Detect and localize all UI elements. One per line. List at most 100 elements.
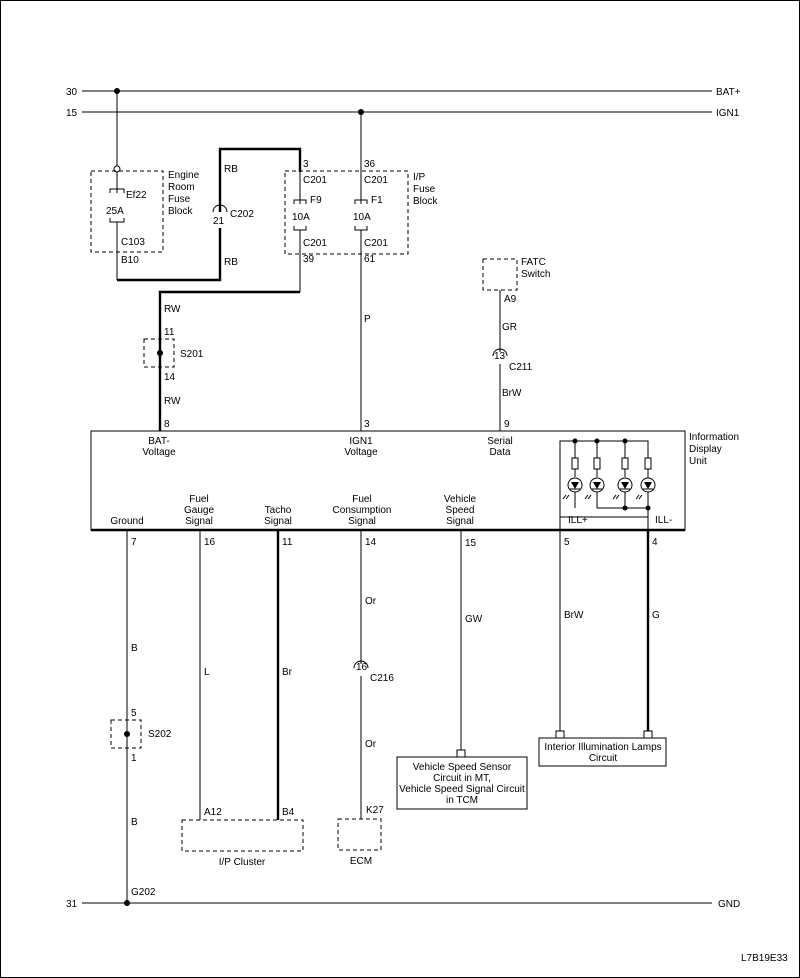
ill-box-line-1: Interior Illumination Lamps [544, 742, 661, 753]
idu-label-3: Unit [689, 456, 707, 467]
gnd-rail: 31 GND G202 [66, 887, 740, 910]
ground-label: Ground [110, 516, 143, 527]
ill-box [538, 737, 667, 767]
ip-cluster-name: I/P Cluster [219, 857, 266, 868]
f9-fuse-top [293, 199, 307, 204]
c202-name: C202 [230, 209, 254, 220]
rw-wire-top: RW [164, 304, 181, 315]
idu-pin-15: 15 [465, 538, 477, 549]
vehicle-speed-label-3: Signal [446, 516, 474, 527]
ign-rail: 15 IGN1 [66, 108, 740, 119]
ecm-pin-k27: K27 [366, 805, 384, 816]
fuel-gauge-label-2: Gauge [184, 505, 214, 516]
f1-conn-bottom: C201 [364, 238, 388, 249]
c216-pin: 16 [356, 662, 368, 673]
f1-fuse-top [354, 199, 368, 204]
c211-pin: 13 [494, 351, 506, 362]
s202-outline [110, 719, 142, 749]
g202-label: G202 [131, 887, 156, 898]
cluster-pin-a12: A12 [204, 807, 222, 818]
f9-pin-top: 3 [303, 159, 309, 170]
cluster-pin-b4: B4 [282, 807, 295, 818]
fatc-label-1: FATC [521, 257, 546, 268]
bat-rail: 30 BAT+ [66, 87, 741, 98]
tacho-circuit: 11 Br B4 [276, 530, 295, 820]
c202-pin: 21 [213, 216, 225, 227]
ecm: ECM [337, 818, 382, 867]
b10-pin: B10 [121, 255, 139, 266]
f9-conn-bottom: C201 [303, 238, 327, 249]
s202-pin-bottom: 1 [131, 753, 137, 764]
f9-fuse-bottom [293, 226, 307, 231]
idu-pin-5: 5 [564, 537, 570, 548]
fuel-gauge-circuit: 16 L A12 [199, 530, 222, 820]
gr-wire-label: GR [502, 322, 517, 333]
vss-box-line-3: Vehicle Speed Signal Circuit [399, 784, 525, 795]
f1-pin-bottom: 61 [364, 254, 376, 265]
gnd-rail-number: 31 [66, 899, 78, 910]
b-wire-bottom: B [131, 817, 138, 828]
ecm-name: ECM [350, 856, 372, 867]
rb-wire-bottom: RB [224, 257, 238, 268]
f9-rating: 10A [292, 212, 310, 223]
idu-label-1: Information [689, 432, 739, 443]
or-wire-bottom: Or [365, 739, 377, 750]
ip-cluster: I/P Cluster [181, 819, 304, 868]
br-wire-label: Br [282, 667, 293, 678]
fatc-switch: FATC Switch A9 GR 13 C211 BrW [482, 257, 550, 431]
rb-wire-top: RB [224, 164, 238, 175]
ip-fuse-label-2: Fuse [413, 184, 436, 195]
diagram-code: L7B19E33 [741, 953, 788, 964]
fuel-gauge-label-1: Fuel [189, 494, 208, 505]
fatc-switch-outline [482, 258, 518, 291]
bat-voltage-label-2: Voltage [142, 447, 176, 458]
fatc-label-2: Switch [521, 269, 550, 280]
vehicle-speed-circuit: 15 GW Vehicle Speed Sensor Circuit in MT… [396, 530, 528, 810]
vss-box [396, 756, 528, 810]
ef22-fuse-bottom [109, 218, 125, 223]
gw-wire-label: GW [465, 614, 483, 625]
ill-plus-label: ILL+ [568, 515, 588, 526]
f1-name: F1 [371, 195, 383, 206]
lamp-2 [584, 441, 605, 508]
ecm-outline [337, 818, 382, 851]
vehicle-speed-label-2: Speed [446, 505, 475, 516]
s202-splice [124, 731, 130, 737]
vss-box-line-4: in TCM [446, 795, 478, 806]
ill-minus-label: ILL- [655, 515, 672, 526]
s202-pin-top: 5 [131, 708, 137, 719]
g-wire-label: G [652, 610, 660, 621]
lamp-3 [612, 441, 633, 508]
ign-rail-number: 15 [66, 108, 78, 119]
ip-fuse-block-outline [284, 170, 409, 255]
ip-fuse-block: I/P Fuse Block 3 C201 F9 10A C201 39 36 … [284, 112, 438, 431]
vss-box-line-2: Circuit in MT, [433, 773, 491, 784]
c211-name: C211 [509, 362, 533, 373]
idu-label-2: Display [689, 444, 722, 455]
c103-connector: C103 [121, 237, 145, 248]
brw-wire-ill: BrW [564, 610, 584, 621]
b-wire-top: B [131, 643, 138, 654]
idu-pin-3: 3 [364, 419, 370, 430]
vehicle-speed-label-1: Vehicle [444, 494, 477, 505]
c216-connector-symbol [353, 660, 369, 669]
idu-pin-9: 9 [504, 419, 510, 430]
ign-voltage-label-2: Voltage [344, 447, 378, 458]
ef22-name: Ef22 [126, 190, 147, 201]
rw-circuit: RW 11 S201 14 RW [143, 290, 300, 431]
vss-terminal [456, 749, 466, 758]
s201-pin-bottom: 14 [164, 372, 176, 383]
s201-outline [143, 338, 175, 368]
engine-fuse-label-2: Room [168, 182, 195, 193]
s201-name: S201 [180, 349, 204, 360]
fuel-consumption-label-2: Consumption [333, 505, 392, 516]
ef22-fuse-top [109, 188, 125, 193]
tacho-label-2: Signal [264, 516, 292, 527]
f1-pin-top: 36 [364, 159, 376, 170]
c202-connector-symbol [212, 204, 228, 213]
c216-name: C216 [370, 673, 394, 684]
fatc-pin: A9 [504, 294, 517, 305]
serial-data-label-1: Serial [487, 436, 513, 447]
l-wire-label: L [204, 667, 210, 678]
